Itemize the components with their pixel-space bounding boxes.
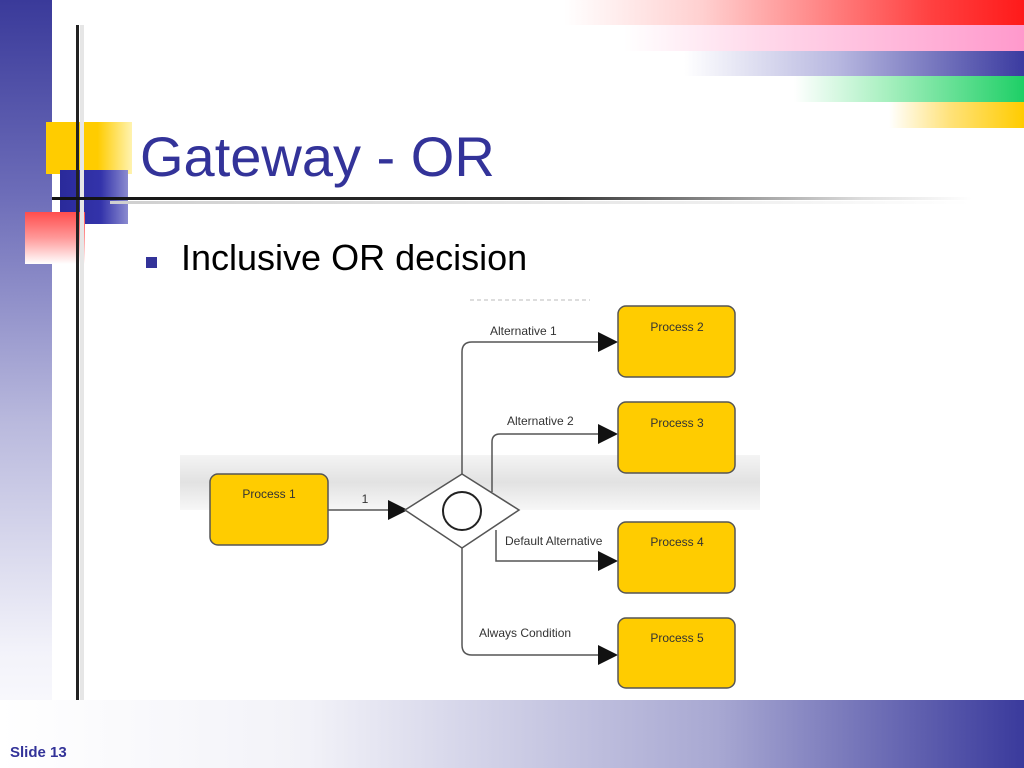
arrowhead-alt1 (598, 332, 618, 352)
bullet-text: Inclusive OR decision (181, 237, 528, 278)
connector-always (461, 548, 602, 656)
bullet-square-icon (146, 257, 157, 268)
slide-title: Gateway - OR (140, 125, 495, 188)
process-label-4: Process 4 (650, 535, 704, 549)
decor-square-red (25, 212, 85, 264)
top-stripe-pink (624, 25, 1024, 51)
or-gateway-circle-icon (442, 491, 482, 531)
top-stripe-red (564, 0, 1024, 25)
decor-square-yellow (46, 122, 132, 174)
branch-label-default: Default Alternative (505, 534, 603, 548)
left-gradient-band (0, 0, 52, 768)
process-label-2: Process 2 (650, 320, 704, 334)
process-label-3: Process 3 (650, 416, 704, 430)
arrowhead-in (388, 500, 408, 520)
vertical-rule (76, 25, 79, 700)
title-rule (52, 197, 972, 200)
branch-label-alt1: Alternative 1 (490, 324, 557, 338)
branch-label-alt2: Alternative 2 (507, 414, 574, 428)
top-stripe-blue (684, 51, 1024, 76)
process-label-source: Process 1 (242, 487, 296, 501)
arrowhead-always (598, 645, 618, 665)
connector-alt1 (461, 341, 602, 474)
process-box-2 (617, 305, 736, 378)
process-box-source (209, 473, 329, 546)
branch-label-always: Always Condition (479, 626, 571, 640)
connector-alt2 (491, 433, 602, 492)
slide-number: Slide 13 (10, 744, 67, 761)
vertical-rule-shadow (80, 25, 84, 700)
arrowhead-default (598, 551, 618, 571)
process-box-5 (617, 617, 736, 689)
process-box-3 (617, 401, 736, 474)
top-stripe-yellow (889, 102, 1024, 128)
title-rule-shadow (110, 201, 970, 204)
process-label-5: Process 5 (650, 631, 704, 645)
process-box-4 (617, 521, 736, 594)
bottom-gradient-band (0, 700, 1024, 768)
incoming-flow-label: 1 (362, 492, 369, 506)
connector-default (495, 530, 602, 562)
arrowhead-alt2 (598, 424, 618, 444)
top-stripe-green (794, 76, 1024, 102)
